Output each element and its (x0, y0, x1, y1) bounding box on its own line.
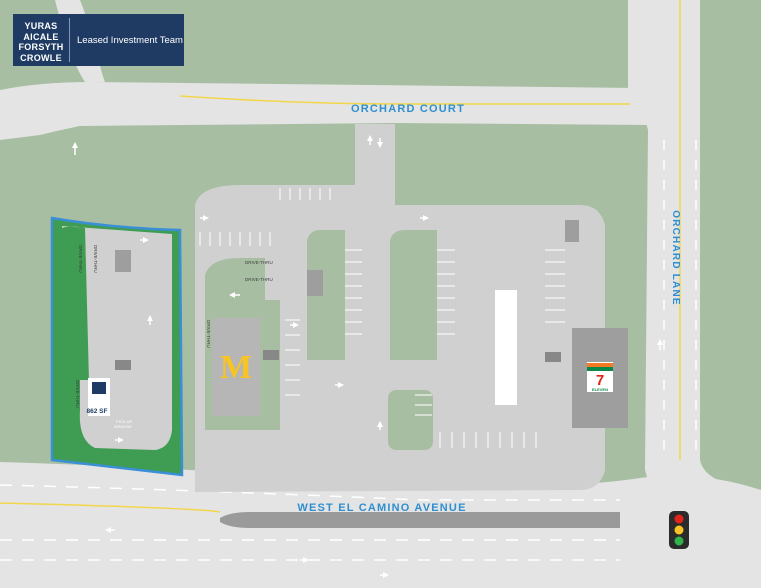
parking-island-2 (390, 230, 437, 360)
subject-site-structure (115, 250, 131, 272)
parking-island-3 (388, 390, 433, 450)
drive-thru-label-3: DRIVE-THRU (75, 380, 80, 408)
el-camino-center-line (0, 502, 221, 513)
seven-eleven-digit: 7 (596, 372, 604, 389)
drive-thru-label-6: DRIVE-THRU (245, 277, 273, 282)
drive-thru-label-2: DRIVE-THRU (93, 245, 98, 273)
el-camino-lane-lines (0, 484, 620, 561)
brand-name-4: CROWLE (20, 52, 62, 63)
drive-thru-label-5: DRIVE-THRU (245, 260, 273, 265)
pickup-window-label-1: PICK-UP (116, 419, 133, 424)
lot-structure-1 (307, 270, 323, 296)
brand-header: YURAS AICALE FORSYTH CROWLE Leased Inves… (13, 14, 184, 66)
traffic-arrows (72, 135, 663, 578)
seven-eleven-stripe-green (587, 367, 613, 371)
mcdonalds-building (212, 318, 260, 416)
brand-name-2: AICALE (23, 31, 59, 42)
traffic-light-icon (669, 511, 689, 549)
orchard-lane-label: ORCHARD LANE (670, 210, 681, 306)
orchard-court-center-line (179, 95, 630, 105)
hatch-area-2 (545, 352, 561, 362)
road-median (220, 512, 620, 528)
mcdonalds-logo: M (220, 349, 252, 386)
parking-stalls (199, 188, 565, 448)
subject-site-hatch (115, 360, 131, 370)
brand-names: YURAS AICALE FORSYTH CROWLE (13, 18, 70, 63)
west-el-camino-label: WEST EL CAMINO AVENUE (297, 502, 466, 514)
lot-structure-2 (565, 220, 579, 242)
seven-eleven-stripe-orange (587, 363, 613, 367)
parking-island-1 (307, 230, 345, 360)
subject-building-logo (92, 382, 106, 394)
orchard-court-road (0, 82, 652, 140)
lot-walkway (495, 290, 517, 405)
hatch-area-1 (263, 350, 279, 360)
brand-name-3: FORSYTH (18, 42, 64, 52)
pickup-window-label-2: WINDOW (114, 424, 132, 429)
brand-team-name: Leased Investment Team (77, 34, 183, 46)
north-driveway (355, 124, 395, 209)
orchard-lane-lane-lines (663, 140, 697, 460)
orchard-court-label: ORCHARD COURT (351, 103, 465, 115)
orchard-lane-road (620, 0, 761, 588)
brand-name-1: YURAS (24, 21, 58, 31)
drive-thru-label-4: DRIVE-THRU (206, 320, 211, 348)
building-size-label: 862 SF (87, 408, 108, 415)
lot-north-edge (195, 185, 355, 205)
drive-thru-label-1: DRIVE-THRU (78, 245, 83, 273)
seven-eleven-word: ELEVEN (592, 387, 608, 392)
